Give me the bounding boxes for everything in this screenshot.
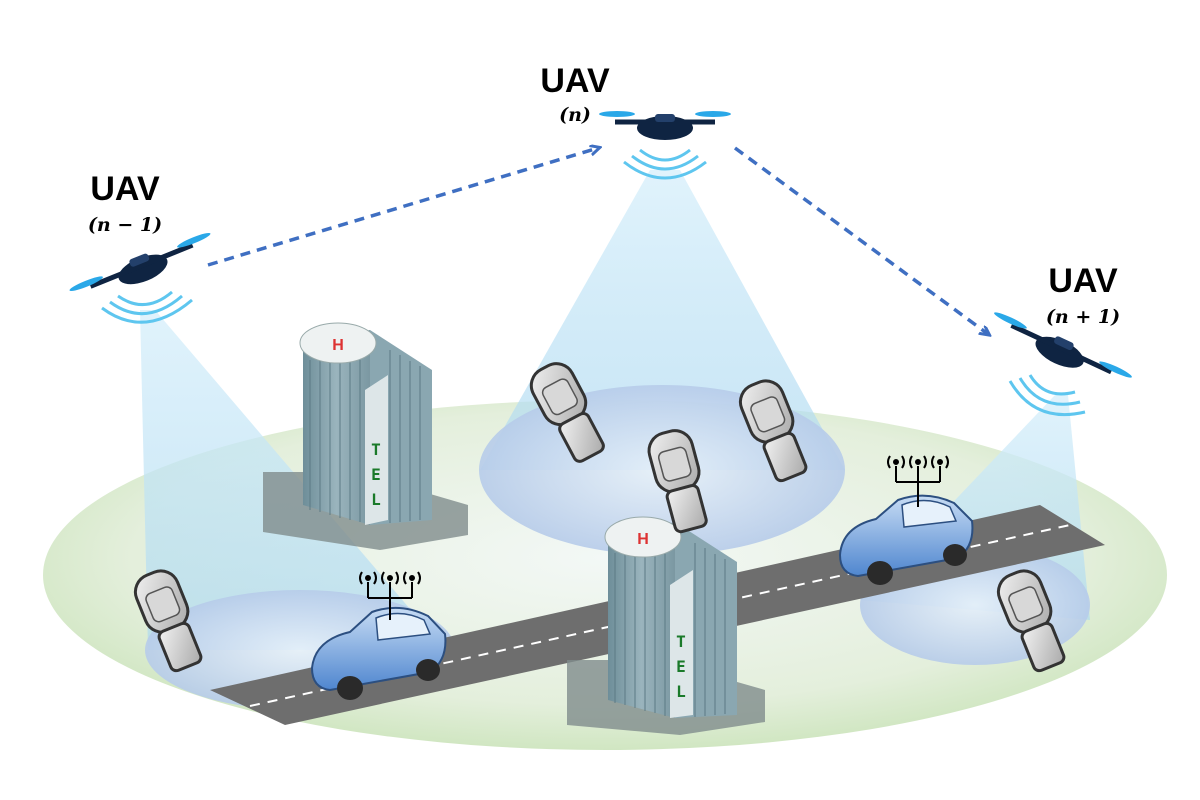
coverage-beam-center bbox=[479, 170, 845, 555]
phone-icon bbox=[738, 379, 808, 483]
uav-left-title: UAV bbox=[90, 170, 160, 208]
antenna-icon bbox=[359, 571, 421, 620]
building-left-helipad-mark: H bbox=[332, 337, 344, 354]
uav-right-index: (n + 1) bbox=[1045, 306, 1121, 328]
phone-icon bbox=[996, 569, 1066, 673]
signal-waves-icon bbox=[101, 290, 193, 324]
antenna-icon bbox=[887, 455, 949, 507]
uav-left-index: (n − 1) bbox=[87, 214, 163, 236]
uav-center-title: UAV bbox=[540, 62, 610, 100]
signal-waves-icon bbox=[1008, 374, 1086, 417]
car-left bbox=[310, 606, 447, 700]
phone-icon bbox=[529, 362, 605, 463]
flight-path-arrow-2 bbox=[733, 146, 988, 334]
drone-icon bbox=[599, 111, 731, 140]
building-left-sign-t: T bbox=[371, 440, 381, 459]
building-right: T E L H bbox=[567, 516, 765, 735]
building-left-sign-l: L bbox=[371, 490, 381, 509]
car-right bbox=[838, 494, 974, 585]
uav-right-title: UAV bbox=[1048, 262, 1118, 300]
building-right-sign-e: E bbox=[676, 657, 686, 676]
drone-icon bbox=[994, 312, 1132, 378]
building-right-sign-l: L bbox=[676, 682, 686, 701]
building-right-helipad-mark: H bbox=[637, 531, 649, 548]
phone-icon bbox=[647, 429, 708, 534]
flight-path-arrow-1 bbox=[207, 148, 598, 267]
signal-waves-icon bbox=[623, 148, 707, 180]
drone-icon bbox=[69, 232, 211, 292]
building-left-sign-e: E bbox=[371, 465, 381, 484]
building-left: T E L H bbox=[263, 322, 468, 550]
uav-center-index: (n) bbox=[559, 104, 591, 126]
phone-icon bbox=[133, 569, 203, 673]
building-right-sign-t: T bbox=[676, 632, 686, 651]
